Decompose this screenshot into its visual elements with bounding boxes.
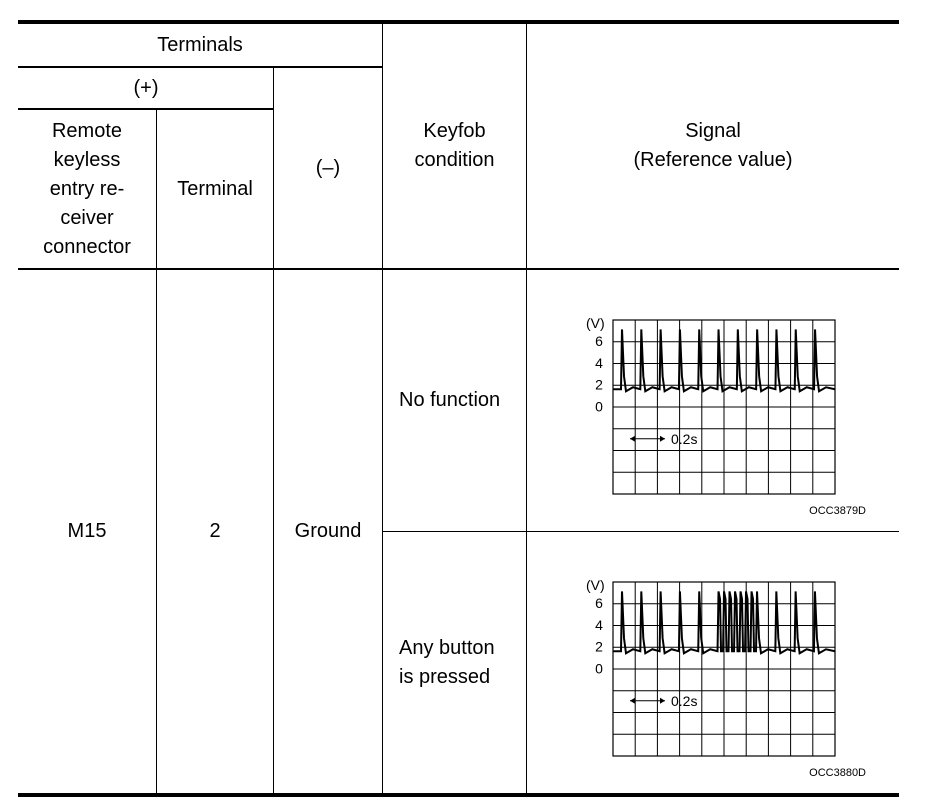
figure-id: OCC3879D <box>809 505 866 517</box>
row-connector-value: M15 <box>67 520 107 542</box>
row-terminal-value: 2 <box>209 520 221 542</box>
header-plus: (+) <box>133 76 159 99</box>
header-terminals: Terminals <box>157 33 243 56</box>
header-bottom-rule <box>18 268 899 270</box>
col-divider-4 <box>526 22 527 795</box>
header-signal: Signal (Reference value) <box>633 120 793 171</box>
header-minus: (–) <box>315 156 341 179</box>
header-keyfob-condition: Keyfob condition <box>414 120 495 171</box>
scope-volt-tick: 0 <box>595 660 603 676</box>
scope-time-marker <box>630 697 665 704</box>
scope-volt-tick: 4 <box>595 355 603 371</box>
col-divider-1 <box>156 110 157 795</box>
condition-button-pressed: Any button is pressed <box>399 636 495 688</box>
scope-volt-unit: (V) <box>586 577 605 593</box>
condition-divider-rule <box>382 531 899 532</box>
scope-volt-tick: 0 <box>595 398 603 414</box>
scope-time-marker <box>630 435 665 442</box>
col-divider-2 <box>273 66 274 795</box>
scope-waveform <box>613 591 836 655</box>
scope-volt-unit: (V) <box>586 315 605 331</box>
row-ground-value: Ground <box>294 520 362 542</box>
scope-volt-tick: 6 <box>595 595 603 611</box>
header-rule-terminals <box>18 66 382 68</box>
scope-waveform <box>613 329 836 393</box>
scope-volt-tick: 4 <box>595 617 603 633</box>
scope-volt-tick: 6 <box>595 333 603 349</box>
scope-time-label: 0.2s <box>671 693 697 709</box>
col-divider-3 <box>382 22 383 795</box>
table-bottom-rule <box>18 793 899 797</box>
scope-graticule <box>612 319 836 495</box>
scope-volt-tick: 2 <box>595 377 603 393</box>
table-top-rule <box>18 20 899 24</box>
condition-no-function: No function <box>399 389 501 411</box>
scope-volt-tick: 2 <box>595 639 603 655</box>
header-terminal: Terminal <box>177 177 253 200</box>
header-rule-plus <box>18 108 274 110</box>
scope-time-label: 0.2s <box>671 431 697 447</box>
scope-graticule <box>612 581 836 757</box>
header-connector: Remote keyless entry re- ceiver connecto… <box>43 119 131 258</box>
figure-id: OCC3880D <box>809 767 866 779</box>
